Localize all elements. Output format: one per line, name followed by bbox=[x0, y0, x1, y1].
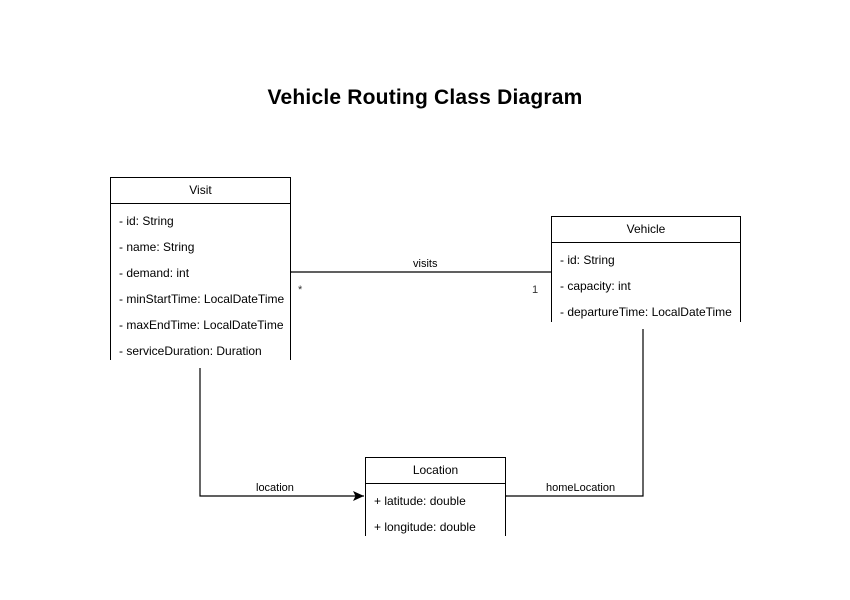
page-title: Vehicle Routing Class Diagram bbox=[267, 86, 583, 109]
attribute-row: - maxEndTime: LocalDateTime bbox=[119, 318, 284, 332]
edge-label-visits: visits bbox=[410, 258, 441, 270]
class-attributes-vehicle: - id: String - capacity: int - departure… bbox=[552, 243, 740, 329]
multiplicity-visits-target: * bbox=[298, 284, 303, 296]
attribute-row: - minStartTime: LocalDateTime bbox=[119, 292, 285, 306]
class-attributes-visit: - id: String - name: String - demand: in… bbox=[111, 204, 290, 368]
class-box-location[interactable]: Location + latitude: double + longitude:… bbox=[365, 457, 506, 544]
class-attributes-location: + latitude: double + longitude: double bbox=[366, 484, 505, 544]
attribute-row: - demand: int bbox=[119, 266, 190, 280]
attribute-row: - id: String bbox=[560, 253, 615, 267]
class-box-vehicle[interactable]: Vehicle - id: String - capacity: int - d… bbox=[551, 216, 741, 329]
edge-label-location: location bbox=[253, 482, 297, 494]
attribute-row: + latitude: double bbox=[374, 494, 466, 508]
multiplicity-visits-source: 1 bbox=[532, 284, 539, 296]
edge-home-location bbox=[497, 322, 644, 501]
edge-label-home-location: homeLocation bbox=[543, 482, 619, 494]
attribute-row: + longitude: double bbox=[374, 520, 476, 534]
attribute-row: - name: String bbox=[119, 240, 195, 254]
attribute-row: - serviceDuration: Duration bbox=[119, 344, 262, 358]
attribute-row: - departureTime: LocalDateTime bbox=[560, 305, 732, 319]
attribute-row: - capacity: int bbox=[560, 279, 631, 293]
class-name-vehicle: Vehicle bbox=[552, 217, 740, 243]
class-name-visit: Visit bbox=[111, 178, 290, 204]
edge-location bbox=[199, 360, 364, 501]
class-name-location: Location bbox=[366, 458, 505, 484]
attribute-row: - id: String bbox=[119, 214, 174, 228]
class-box-visit[interactable]: Visit - id: String - name: String - dema… bbox=[110, 177, 291, 368]
